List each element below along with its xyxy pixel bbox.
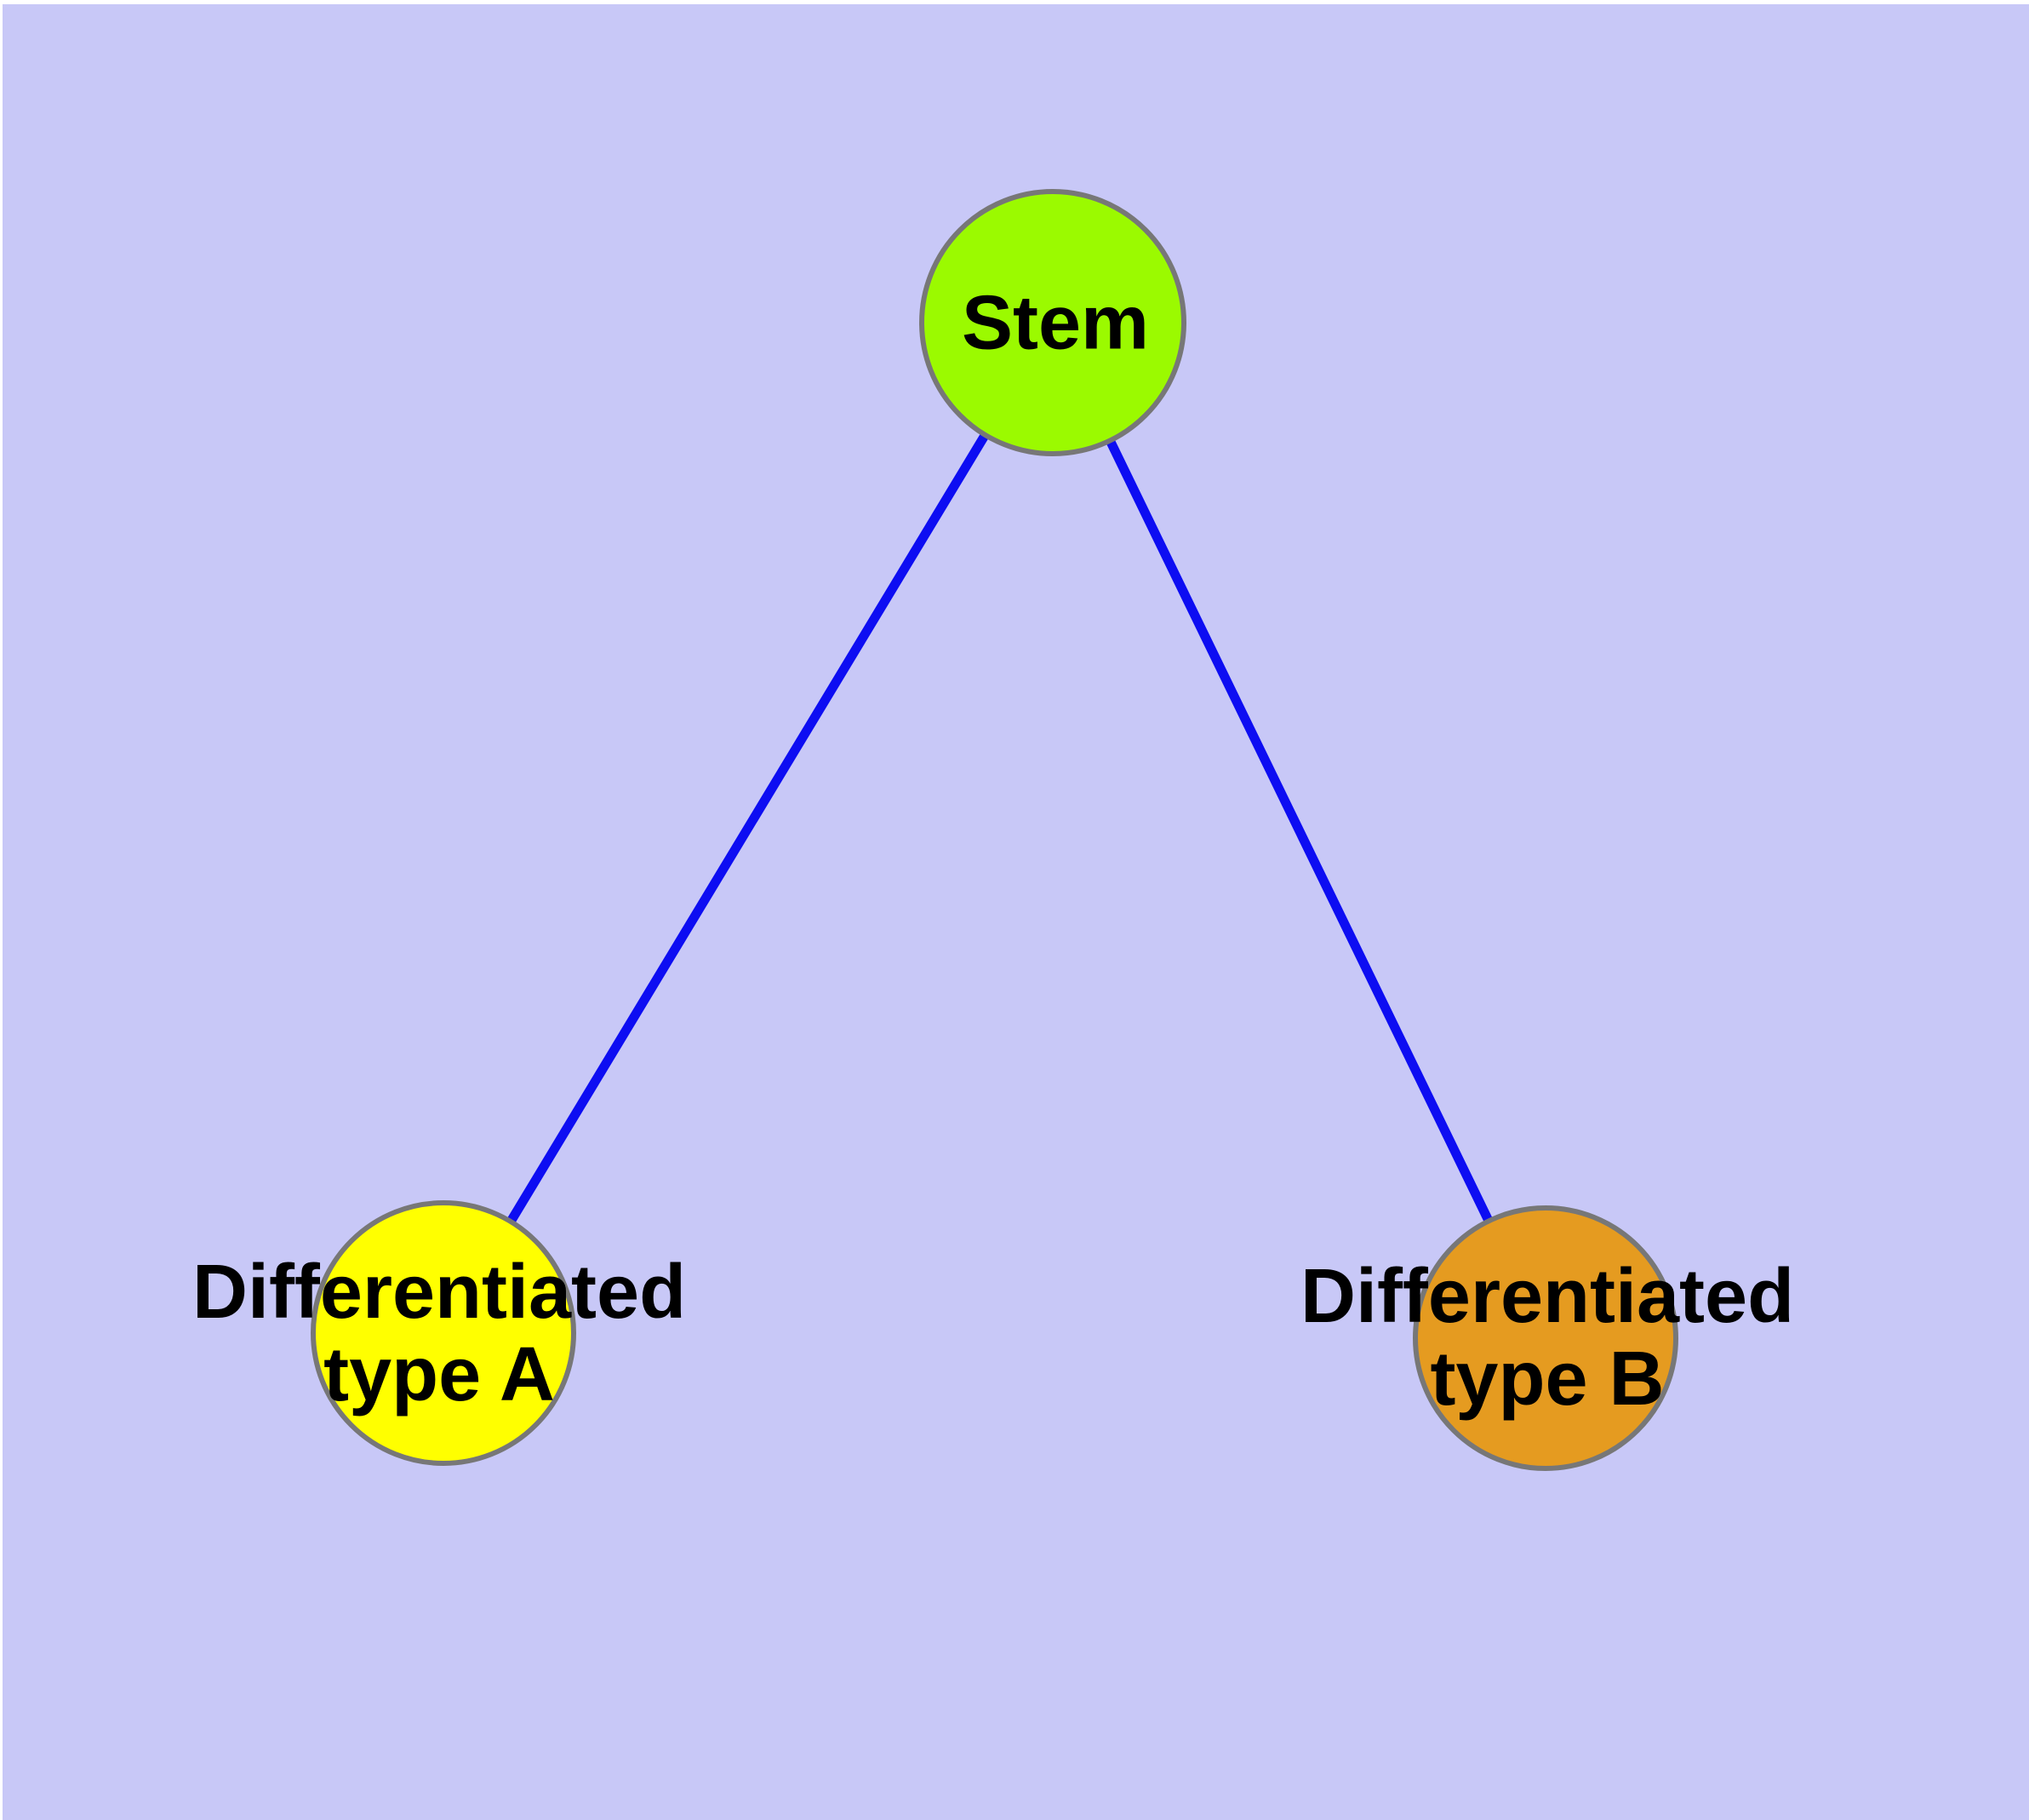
node-type-a-label-line1: Differentiated bbox=[191, 1250, 687, 1335]
node-stem-circle bbox=[919, 189, 1186, 456]
node-type-b-circle bbox=[1413, 1205, 1678, 1471]
node-type-a-label-line2: type A bbox=[323, 1332, 555, 1417]
edge-stem-to-type-a bbox=[439, 320, 1057, 1336]
node-type-b-label: Differentiated type B bbox=[1300, 1256, 1794, 1421]
node-type-a-label: Differentiated type A bbox=[192, 1251, 686, 1417]
edge-stem-to-type-b bbox=[1049, 320, 1550, 1341]
node-type-b-label-line2: type B bbox=[1430, 1336, 1665, 1422]
node-type-b-label-line1: Differentiated bbox=[1300, 1254, 1795, 1339]
node-type-a-circle bbox=[311, 1200, 576, 1466]
node-stem-label: Stem bbox=[961, 280, 1150, 366]
